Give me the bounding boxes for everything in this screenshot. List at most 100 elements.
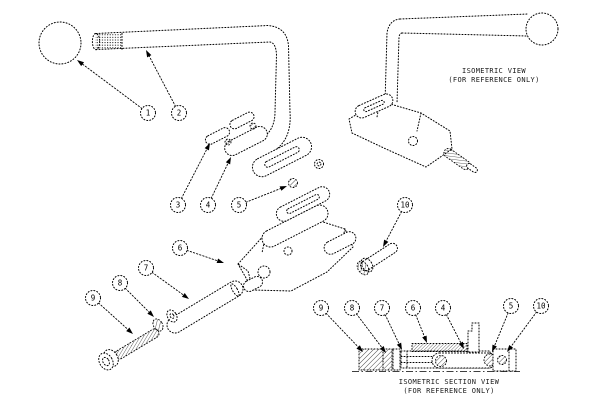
balloon-number: 7 [380, 304, 385, 313]
part-washers [152, 309, 178, 332]
leader-arrowhead [225, 157, 231, 165]
lever-rod-outline [95, 25, 291, 152]
balloon-circle [344, 300, 360, 316]
lever-clevis-plate-upper [224, 125, 268, 157]
housing-end-lug [323, 231, 357, 255]
leader-arrowhead [204, 143, 210, 151]
part-lever-assembly [38, 21, 313, 178]
part-retainer-washer [314, 159, 324, 169]
section-view-label-line1: ISOMETRIC SECTION VIEW [399, 378, 500, 386]
balloon-number: 5 [509, 302, 514, 311]
balloon-circle [200, 197, 216, 213]
housing-clevis-slot [286, 193, 320, 215]
balloon-number: 8 [350, 304, 355, 313]
balloon-number: 10 [536, 302, 546, 311]
leader-arrowhead [216, 258, 224, 264]
isometric-view: ISOMETRIC VIEW (FOR REFERENCE ONLY) [348, 12, 559, 174]
balloon-circle [313, 300, 329, 316]
balloon-number: 4 [206, 201, 211, 210]
iso-housing [348, 93, 478, 174]
callout-section-10: 10 [507, 298, 549, 352]
part-pin-upper [229, 111, 257, 130]
section-view-label-line2: (FOR REFERENCE ONLY) [403, 387, 494, 395]
balloon-circle [171, 105, 187, 121]
balloon-circle [85, 290, 101, 306]
callout-section-4: 4 [435, 300, 464, 349]
ball-knob-outline [38, 21, 82, 65]
callout-exploded-2: 2 [146, 50, 187, 121]
balloon-number: 3 [176, 201, 181, 210]
callout-section-5: 5 [492, 298, 519, 352]
balloon-circle [405, 300, 421, 316]
balloon-circle [374, 300, 390, 316]
leader-arrowhead [356, 345, 363, 352]
leader-arrowhead [147, 310, 154, 317]
sec-pin [435, 355, 447, 367]
sec-housing-strip [411, 343, 468, 352]
leader-arrowhead [492, 344, 497, 352]
leader-arrowhead [396, 342, 402, 350]
part-hex-bolt [98, 328, 160, 371]
sec-screw-core [497, 355, 507, 365]
part-cap-screw [356, 242, 398, 276]
iso-view-label-line2: (FOR REFERENCE ONLY) [448, 76, 539, 84]
lever-clevis-slot [264, 146, 300, 168]
leader-arrowhead [181, 292, 189, 299]
callout-exploded-3: 3 [170, 143, 210, 213]
leader-arrowhead [383, 239, 389, 247]
leader-arrowhead [126, 327, 133, 334]
part-pin-lower [204, 127, 232, 146]
leader-arrowhead [379, 345, 386, 353]
callout-exploded-7: 7 [138, 260, 189, 299]
balloon-number: 7 [144, 264, 149, 273]
lever-grip-knurl [95, 33, 122, 50]
callout-exploded-1: 1 [77, 60, 156, 121]
leader-arrowhead [146, 50, 152, 58]
sec-washer [392, 348, 401, 371]
callout-exploded-6: 6 [172, 240, 224, 264]
callout-section-7: 7 [374, 300, 402, 350]
callout-exploded-4: 4 [200, 157, 231, 213]
balloon-number: 8 [118, 279, 123, 288]
balloon-circle [503, 298, 519, 314]
balloon-circle [533, 298, 549, 314]
housing-foot [242, 275, 264, 293]
balloon-number: 1 [146, 109, 151, 118]
leader-arrowhead [77, 60, 85, 67]
balloon-number: 9 [91, 294, 96, 303]
iso-lever-top [384, 18, 401, 104]
part-pivot-rod [166, 280, 244, 334]
balloon-circle [172, 240, 188, 256]
exploded-view [38, 21, 398, 371]
section-view: ISOMETRIC SECTION VIEW (FOR REFERENCE ON… [352, 322, 520, 395]
balloon-number: 5 [237, 201, 242, 210]
balloon-circle [170, 197, 186, 213]
sec-bolt-head [358, 348, 393, 371]
leader-arrowhead [507, 344, 514, 352]
balloon-circle [138, 260, 154, 276]
sec-bracket-tab [467, 322, 480, 353]
iso-ball-knob [525, 12, 559, 46]
housing-clevis-plate-1 [275, 186, 331, 222]
callout-section-9: 9 [313, 300, 363, 352]
balloon-number: 4 [441, 304, 446, 313]
balloon-number: 9 [319, 304, 324, 313]
callout-section-6: 6 [405, 300, 427, 343]
balloon-number: 10 [400, 201, 410, 210]
balloon-number: 2 [177, 109, 182, 118]
leader-arrowhead [458, 341, 464, 349]
balloon-circle [231, 197, 247, 213]
leader-arrowhead [422, 335, 427, 343]
balloon-circle [397, 197, 413, 213]
callout-section-8: 8 [344, 300, 386, 353]
iso-view-label-line1: ISOMETRIC VIEW [462, 67, 526, 75]
balloon-number: 6 [411, 304, 416, 313]
callout-exploded-9: 9 [85, 290, 133, 334]
callout-exploded-5: 5 [231, 186, 287, 213]
lever-rod-inner [95, 41, 277, 139]
callout-exploded-10: 10 [383, 197, 413, 247]
callout-balloons: 1 2 3 4 5 6 7 8 9 10 9 8 7 6 4 5 10 [77, 50, 549, 353]
balloon-number: 6 [178, 244, 183, 253]
part-main-housing [237, 186, 357, 293]
